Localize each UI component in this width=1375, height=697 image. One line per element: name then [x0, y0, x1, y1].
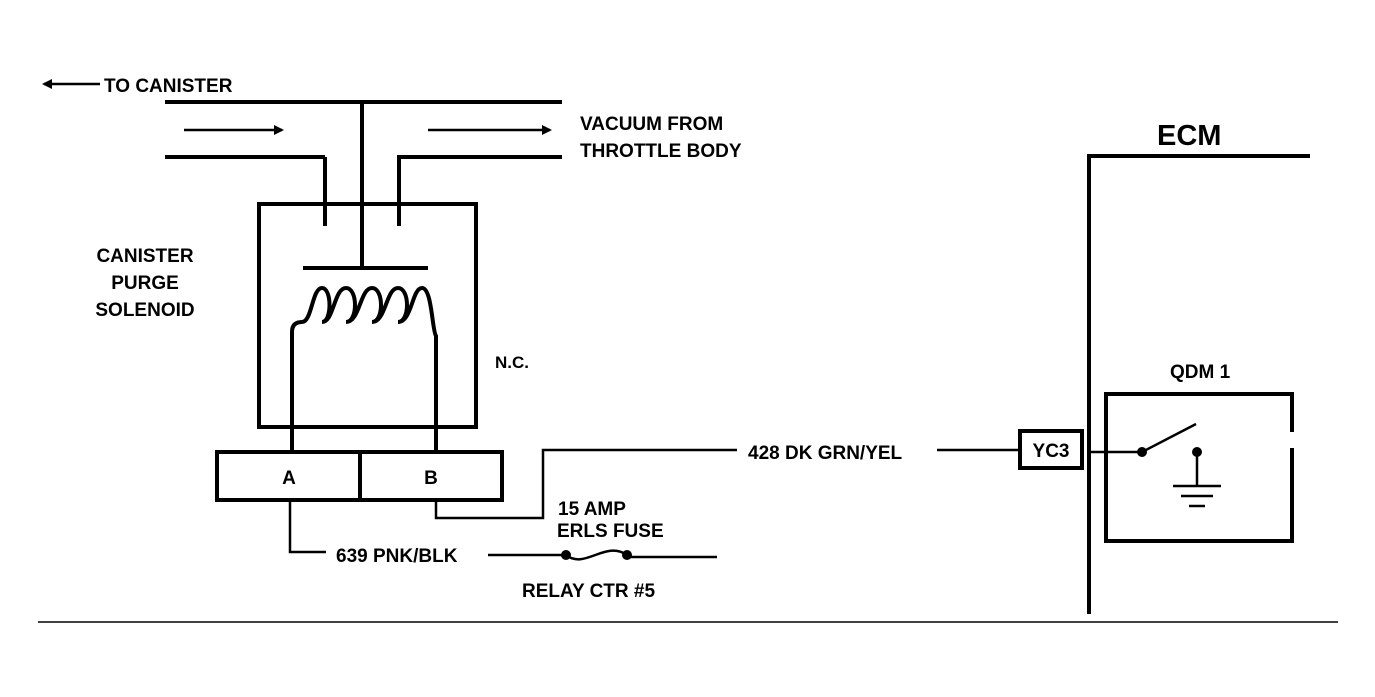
nc-label: N.C. [495, 353, 529, 372]
switch-blade [1141, 422, 1197, 454]
to-canister-label: TO CANISTER [104, 76, 233, 97]
fuse-label-line2: ERLS FUSE [557, 521, 664, 542]
wire-639 [288, 500, 326, 554]
ecm-label: ECM [1157, 120, 1221, 152]
solenoid-label-line2: PURGE [111, 273, 179, 294]
qdm-label: QDM 1 [1170, 362, 1231, 383]
yc3-label: YC3 [1033, 441, 1070, 462]
fuse-element [565, 549, 628, 561]
solenoid-label-line3: SOLENOID [95, 300, 194, 321]
solenoid-label-line1: CANISTER [96, 246, 193, 267]
terminal-a-label: A [282, 468, 296, 489]
solenoid-housing [257, 202, 478, 429]
fuse-label-line1: 15 AMP [558, 499, 626, 520]
qdm-box [1104, 392, 1294, 543]
wire-639-label: 639 PNK/BLK [336, 546, 458, 567]
wire-428-label: 428 DK GRN/YEL [748, 443, 903, 464]
vacuum-label-line1: VACUUM FROM [580, 114, 723, 135]
yc3-connector [1018, 429, 1084, 470]
wire-428 [434, 448, 737, 520]
relay-label: RELAY CTR #5 [522, 581, 655, 602]
vacuum-label-line2: THROTTLE BODY [580, 141, 742, 162]
solenoid-coil [290, 285, 438, 340]
terminal-b-label: B [424, 468, 438, 489]
vacuum-pipe-right-port [397, 155, 562, 226]
